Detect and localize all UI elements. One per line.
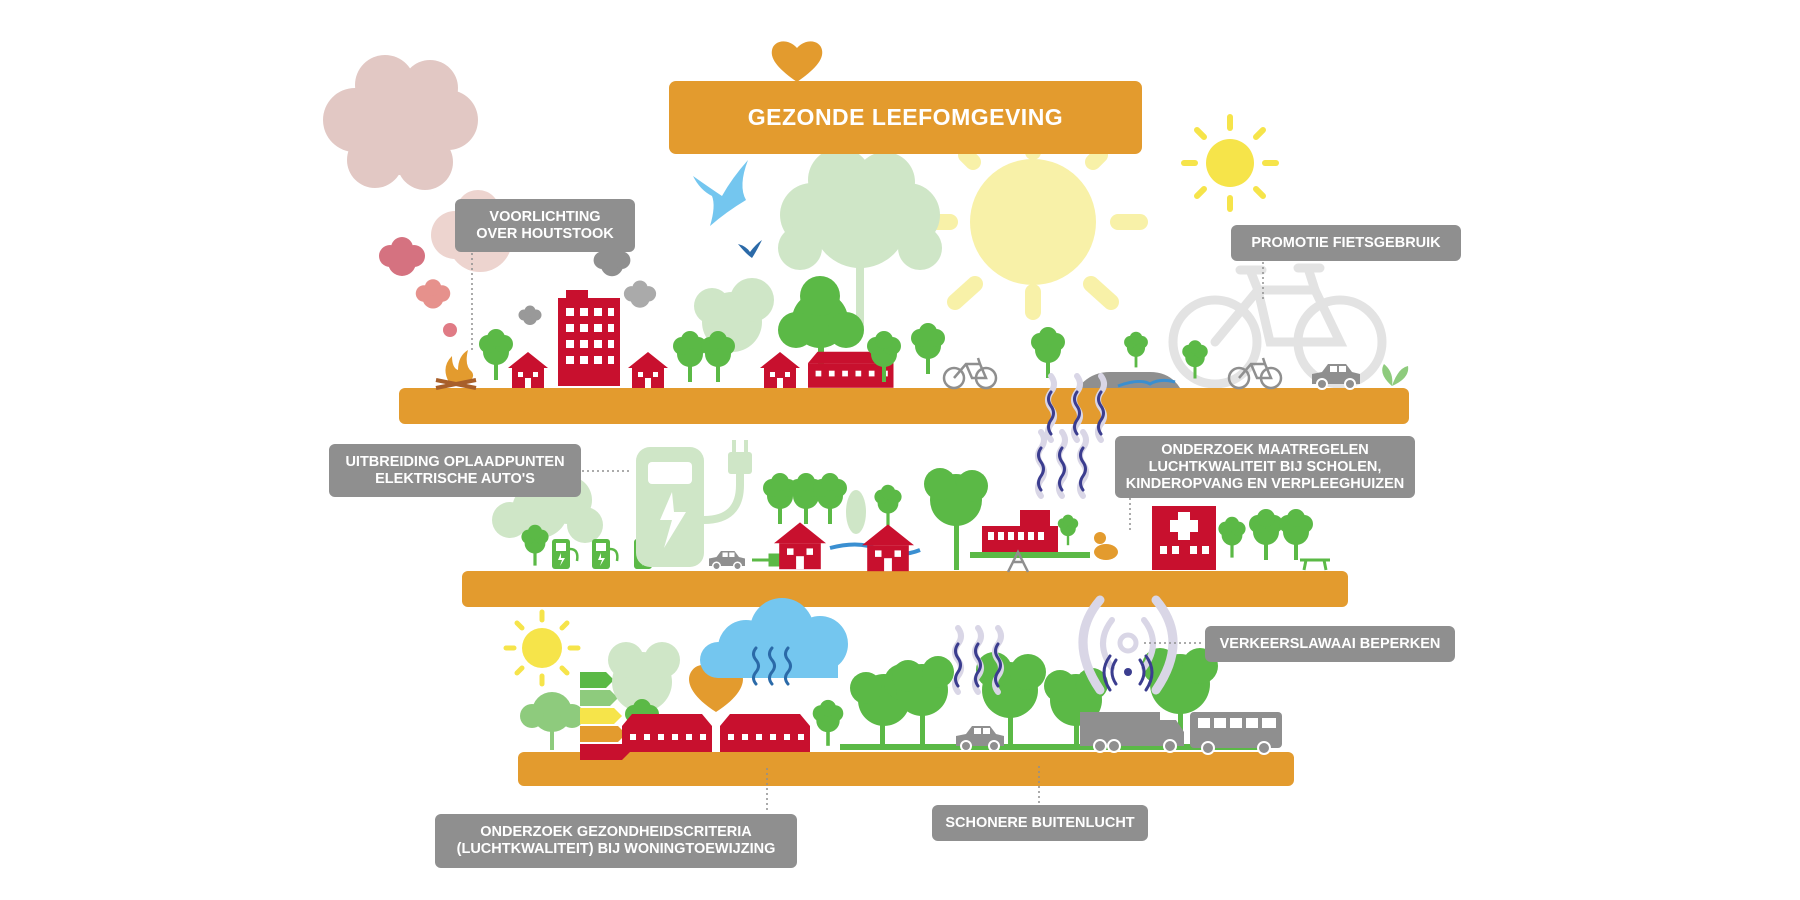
tree-large [608, 642, 680, 712]
rain-cloud-icon [700, 598, 848, 686]
tree-icon [812, 699, 844, 746]
fumes-icon [1059, 432, 1065, 496]
fumes-icon [1038, 432, 1044, 496]
bench-icon [1300, 558, 1330, 571]
label-line: PROMOTIE FIETSGEBRUIK [1251, 234, 1441, 251]
tree-icon [479, 329, 513, 380]
smoke-puff [415, 279, 451, 309]
row-houses [720, 714, 810, 752]
tree-icon [1057, 514, 1079, 546]
label-maatregelen: ONDERZOEK MAATREGELEN LUCHTKWALITEIT BIJ… [1115, 436, 1415, 498]
fumes-icon [955, 628, 961, 692]
charger-icon [550, 537, 579, 571]
tree-icon [1249, 509, 1283, 560]
house-icon [773, 522, 826, 570]
hospital-building [1152, 506, 1216, 570]
label-verkeerslawaai: VERKEERSLAWAAI BEPERKEN [1205, 626, 1455, 662]
tree-icon [763, 473, 797, 524]
label-fietsgebruik: PROMOTIE FIETSGEBRUIK [1231, 225, 1461, 261]
label-line: ONDERZOEK MAATREGELEN [1161, 441, 1369, 458]
tree-icon [846, 490, 866, 534]
shelf-bottom [518, 752, 1294, 786]
tree-icon [1279, 509, 1313, 560]
label-line: SCHONERE BUITENLUCHT [945, 814, 1135, 831]
tree-icon [1218, 516, 1246, 558]
title-banner: GEZONDE LEEFOMGEVING [669, 81, 1142, 154]
house-icon [760, 352, 800, 388]
label-buitenlucht: SCHONERE BUITENLUCHT [932, 805, 1148, 841]
shelf-middle [462, 571, 1348, 607]
label-line: UITBREIDING OPLAADPUNTEN [345, 453, 565, 470]
connector-lines [471, 253, 1264, 812]
label-oplaadpunten: UITBREIDING OPLAADPUNTEN ELEKTRISCHE AUT… [329, 444, 581, 497]
fumes-icon [1080, 432, 1086, 496]
label-line: VOORLICHTING [489, 208, 601, 225]
label-gezondheidscriteria: ONDERZOEK GEZONDHEIDSCRITERIA (LUCHTKWAL… [435, 814, 797, 868]
plant-icon [1382, 364, 1409, 386]
heart-icon [771, 41, 823, 82]
fumes-icon [1074, 376, 1080, 440]
tree-large [778, 276, 864, 386]
house-icon [862, 524, 915, 572]
tree-icon [701, 331, 735, 382]
label-line: OVER HOUTSTOOK [476, 225, 614, 242]
tree-icon [520, 692, 584, 750]
label-line: KINDEROPVANG EN VERPLEEGHUIZEN [1125, 475, 1405, 492]
tree-large [924, 468, 988, 570]
noise-waves-icon [1078, 595, 1178, 695]
tree-icon [673, 331, 707, 382]
label-houtstook: VOORLICHTING OVER HOUTSTOOK [455, 199, 635, 252]
plug-icon [752, 553, 780, 567]
truck-icon [1080, 712, 1184, 753]
tree-icon [813, 473, 847, 524]
sun-icon [1181, 114, 1279, 212]
bike-icon [942, 356, 998, 390]
label-line: VERKEERSLAWAAI BEPERKEN [1219, 635, 1441, 652]
house-icon [508, 352, 548, 388]
tree-icon [521, 524, 549, 566]
house-icon [628, 352, 668, 388]
smoke-puff [518, 305, 542, 325]
bike-icon [1168, 263, 1387, 389]
swing-icon [1006, 549, 1030, 573]
sun-icon [503, 609, 581, 687]
school-building [970, 510, 1090, 558]
smoke-puff [379, 237, 425, 276]
bird-icon [738, 240, 762, 258]
charger-icon [590, 537, 619, 571]
fumes-icon [975, 628, 981, 692]
charging-station [636, 440, 752, 567]
apartment-building [558, 290, 620, 386]
river [1117, 378, 1176, 388]
smoke-puff [623, 280, 657, 308]
tree-icon [911, 323, 945, 374]
label-line: ELEKTRISCHE AUTO'S [375, 470, 535, 487]
label-line: LUCHTKWALITEIT BIJ SCHOLEN, [1148, 458, 1382, 475]
campfire-icon [435, 350, 477, 390]
energy-label-icon [580, 672, 630, 760]
label-line: ONDERZOEK GEZONDHEIDSCRITERIA [480, 824, 752, 840]
smoke-cloud [323, 55, 478, 190]
car-icon [708, 550, 746, 571]
shelf-top [399, 388, 1409, 424]
tree-large [778, 148, 942, 330]
tree-icon [874, 484, 902, 526]
page-title: GEZONDE LEEFOMGEVING [747, 104, 1064, 130]
sun-icon [928, 130, 1148, 320]
tree-icon [1031, 327, 1065, 378]
tree-icon [1124, 331, 1148, 368]
row-houses [622, 714, 712, 752]
bird-icon [693, 160, 748, 226]
fumes-icon [1048, 376, 1054, 440]
label-line: (LUCHTKWALITEIT) BIJ WONINGTOEWIJZING [456, 841, 776, 857]
smoke-puff [443, 323, 457, 337]
duck-icon [1094, 532, 1118, 560]
bus-icon [1190, 712, 1282, 755]
